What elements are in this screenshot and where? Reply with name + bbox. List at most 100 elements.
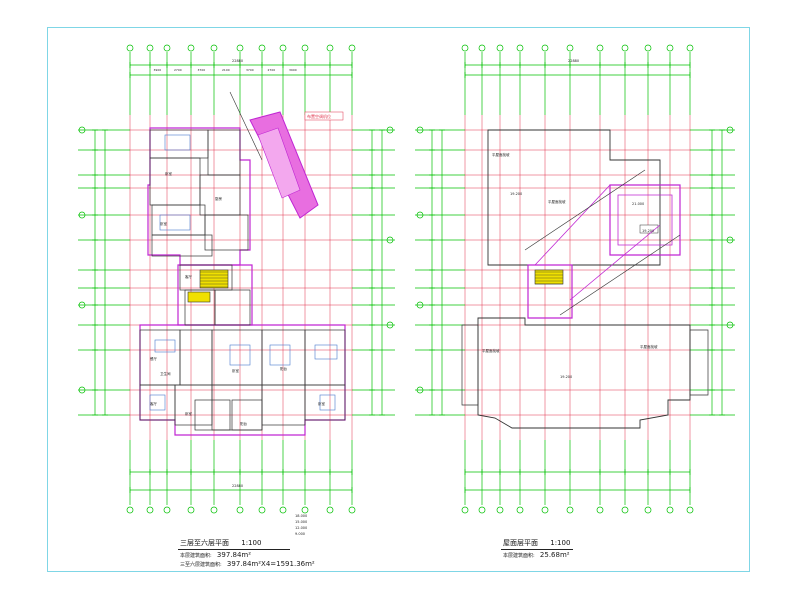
room-outline — [194, 399, 231, 431]
left-north-unit-walls — [147, 127, 251, 266]
roof-diagonal — [559, 234, 681, 316]
grid-axis-bubble — [666, 44, 674, 52]
left-south-unit-walls — [139, 324, 346, 436]
grid-axis-bubble — [416, 301, 424, 309]
roof-diagonal — [524, 169, 646, 251]
grid-axis-bubble — [78, 301, 86, 309]
level-mark: 12.000 — [295, 526, 307, 530]
fixture-outline — [319, 394, 336, 411]
grid-axis-bubble — [478, 44, 486, 52]
drawing-sheet-border — [47, 27, 750, 572]
grid-axis-bubble — [210, 506, 218, 514]
right-plan-grid-lines — [415, 44, 735, 514]
room-outline — [207, 129, 241, 176]
grid-axis-bubble — [187, 44, 195, 52]
room-label: 卫生间 — [160, 371, 171, 376]
grid-axis-bubble — [416, 211, 424, 219]
room-outline — [304, 329, 346, 386]
room-outline — [149, 157, 201, 206]
roof-tag — [639, 224, 659, 234]
grid-axis-bubble — [416, 386, 424, 394]
grid-axis-bubble — [386, 126, 394, 134]
room-label: 餐厅 — [150, 356, 157, 361]
grid-axis-bubble — [516, 44, 524, 52]
left-plan-title: 三层至六层平面 — [180, 539, 229, 547]
room-label: 卧室 — [232, 368, 239, 373]
left-area-line-2: 三至六层建筑面积: 397.84m²X4=1591.36m² — [180, 560, 315, 568]
left-area-label-2: 三至六层建筑面积: — [180, 562, 222, 568]
room-label: 厨房 — [215, 196, 222, 201]
room-outline — [174, 384, 213, 426]
room-outline — [151, 234, 213, 257]
room-outline — [261, 329, 306, 386]
grid-axis-bubble — [236, 506, 244, 514]
grid-axis-bubble — [126, 44, 134, 52]
grid-axis-bubble — [621, 506, 629, 514]
room-outline — [204, 214, 249, 251]
fixture-outline — [229, 344, 251, 366]
left-area-line-1: 本层建筑面积: 397.84m² — [180, 551, 251, 559]
grid-axis-bubble — [386, 321, 394, 329]
left-area-value-2: 397.84m²X4=1591.36m² — [226, 560, 315, 568]
grid-axis-bubble — [621, 44, 629, 52]
grid-axis-bubble — [326, 44, 334, 52]
roof-note: 平屋面找坡 — [492, 152, 510, 157]
room-label: 阳台 — [240, 421, 247, 426]
elevator-highlight — [187, 291, 211, 303]
room-label: 卧室 — [185, 411, 192, 416]
left-top-total-dimension: 22880 — [232, 59, 243, 63]
grid-axis-bubble — [187, 506, 195, 514]
level-mark: 9.000 — [295, 532, 305, 536]
left-segment-dimension: 3900 — [289, 68, 297, 72]
grid-axis-bubble — [78, 386, 86, 394]
stair-roof-walls — [527, 264, 573, 319]
roof-machine-room — [609, 184, 681, 256]
grid-axis-bubble — [348, 506, 356, 514]
room-label: 卧室 — [165, 171, 172, 176]
grid-axis-bubble — [279, 44, 287, 52]
grid-axis-bubble — [478, 506, 486, 514]
left-segment-dimension: 2100 — [222, 68, 230, 72]
room-outline — [149, 129, 209, 159]
right-plan-title: 屋面层平面 — [503, 539, 538, 547]
ac-platform-inner — [257, 127, 301, 199]
grid-axis-bubble — [301, 506, 309, 514]
grid-axis-bubble — [726, 321, 734, 329]
grid-axis-bubble — [666, 506, 674, 514]
level-mark: 19.200 — [510, 192, 522, 196]
fixture-outline — [164, 134, 191, 151]
stair-highlight — [199, 269, 229, 289]
level-mark: 19.200 — [560, 375, 572, 379]
room-outline — [231, 399, 263, 431]
grid-axis-bubble — [146, 44, 154, 52]
roof-parapet-right — [689, 329, 709, 396]
grid-axis-bubble — [348, 44, 356, 52]
right-title-underline — [501, 549, 573, 550]
fixture-outline — [149, 394, 166, 411]
left-area-value-1: 397.84m² — [216, 551, 252, 559]
roof-machine-room-inner — [617, 194, 673, 246]
fixture-outline — [154, 339, 176, 353]
grid-axis-bubble — [496, 506, 504, 514]
left-bottom-total-dimension: 22880 — [232, 484, 243, 488]
room-label: 卧室 — [318, 401, 326, 406]
roof-north-outline — [487, 129, 661, 266]
callout-box — [304, 111, 344, 121]
grid-axis-bubble — [726, 236, 734, 244]
grid-axis-bubble — [516, 506, 524, 514]
grid-axis-bubble — [541, 44, 549, 52]
fixture-outline — [314, 344, 338, 360]
level-mark: 18.000 — [295, 514, 307, 518]
room-label: 卧室 — [160, 221, 167, 226]
grid-axis-bubble — [644, 44, 652, 52]
roof-note: 平屋面找坡 — [548, 199, 566, 204]
right-area-line: 本层建筑面积: 25.68m² — [503, 551, 570, 559]
room-outline — [214, 289, 251, 326]
grid-axis-bubble — [416, 126, 424, 134]
grid-axis-bubble — [386, 236, 394, 244]
grid-axis-bubble — [210, 44, 218, 52]
level-mark: 15.000 — [295, 520, 307, 524]
left-floor-plan — [139, 91, 346, 436]
